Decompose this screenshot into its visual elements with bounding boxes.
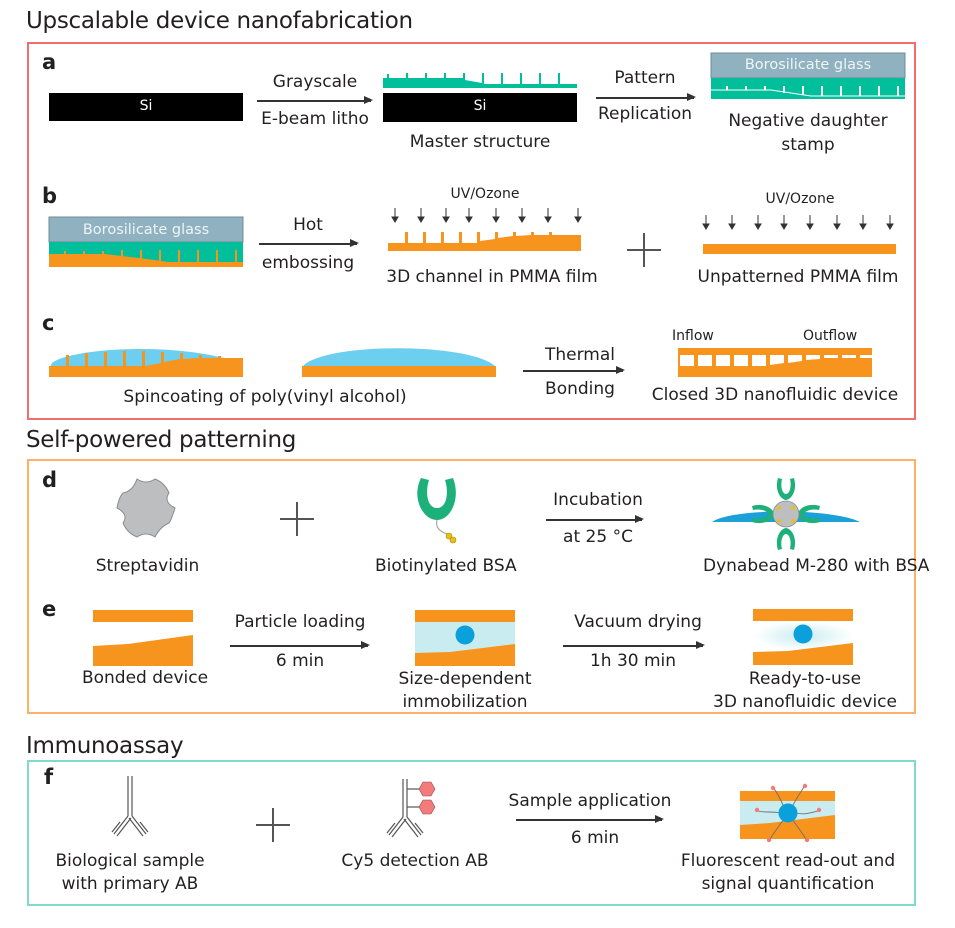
caption-streptavidin: Streptavidin	[95, 556, 200, 576]
step-label-grayscale: Grayscale	[272, 72, 358, 92]
step-label-incubation: Incubation	[553, 490, 643, 510]
glass-label-b: Borosilicate glass	[82, 222, 210, 238]
step-label-replication: Replication	[597, 104, 693, 124]
plus-icon	[627, 233, 661, 267]
plus-icon	[280, 502, 314, 536]
pva-coated-flat-graphic	[302, 348, 496, 377]
uv-ozone-label-1: UV/Ozone	[450, 186, 520, 202]
process-arrow	[259, 240, 359, 246]
dynabead-icon	[712, 478, 860, 550]
panel-label-e: e	[42, 597, 57, 621]
caption-cy5-detection: Cy5 detection AB	[341, 851, 489, 871]
process-arrow	[596, 94, 696, 100]
patterned-pmma-graphic	[388, 208, 582, 251]
step-label-6min: 6 min	[275, 651, 325, 671]
step-label-hot: Hot	[293, 215, 323, 235]
panel-patterning	[27, 459, 916, 714]
panel-label-b: b	[42, 184, 58, 208]
pva-coated-patterned-graphic	[49, 348, 243, 377]
daughter-stamp-graphic	[710, 52, 906, 99]
bonded-device-graphic	[93, 610, 193, 666]
caption-ready-1: Ready-to-use	[748, 669, 862, 689]
caption-bonded-device: Bonded device	[81, 668, 209, 688]
unpatterned-pmma-graphic	[702, 215, 896, 254]
caption-readout-1: Fluorescent read-out and	[680, 851, 896, 871]
section-title-patterning: Self-powered patterning	[26, 427, 297, 453]
panel-fabrication	[27, 42, 916, 420]
dried-device-graphic	[753, 609, 853, 665]
glass-label: Borosilicate glass	[744, 57, 872, 73]
bead	[455, 625, 475, 645]
caption-dynabead: Dynabead M-280 with BSA	[703, 556, 930, 576]
readout-device-graphic	[740, 783, 835, 843]
step-label-ebeam: E-beam litho	[261, 109, 369, 129]
uv-ozone-label-2: UV/Ozone	[765, 191, 835, 207]
section-title-fabrication: Upscalable device nanofabrication	[26, 8, 413, 34]
master-si-label: Si	[473, 98, 487, 114]
streptavidin-icon	[116, 478, 176, 538]
step-label-bonding: Bonding	[545, 379, 615, 399]
resist-layer	[383, 73, 577, 88]
plus-icon	[256, 808, 290, 842]
step-label-thermal: Thermal	[544, 345, 615, 365]
panel-label-a: a	[42, 50, 57, 74]
process-arrow	[230, 642, 370, 648]
master-structure-graphic	[383, 73, 577, 122]
panel-immunoassay	[27, 760, 916, 906]
step-label-sample-application: Sample application	[508, 791, 672, 811]
process-arrow	[257, 97, 373, 103]
caption-master-structure: Master structure	[409, 132, 551, 152]
cy5-dye	[418, 799, 436, 815]
stamp-teeth	[726, 86, 899, 96]
caption-size-dependent-2: immobilization	[402, 692, 528, 712]
step-label-vacuum-drying: Vacuum drying	[574, 612, 702, 632]
caption-readout-2: signal quantification	[701, 874, 875, 894]
step-label-particle-loading: Particle loading	[234, 612, 366, 632]
step-label-pattern: Pattern	[614, 68, 676, 88]
stamp-on-pmma-graphic	[48, 216, 244, 267]
outflow-label: Outflow	[803, 328, 858, 344]
device-with-bead-graphic	[415, 610, 515, 666]
caption-biological-sample-1: Biological sample	[55, 851, 205, 871]
caption-biological-sample-2: with primary AB	[61, 874, 199, 894]
primary-antibody-icon	[111, 776, 149, 837]
closed-device-graphic	[678, 348, 872, 377]
silicon-wafer: Si	[49, 93, 243, 121]
panel-label-d: d	[42, 468, 58, 492]
caption-daughter-stamp-2: stamp	[781, 135, 835, 155]
caption-closed-device: Closed 3D nanofluidic device	[651, 385, 899, 405]
silicon-substrate	[383, 93, 577, 122]
uv-arrows	[391, 208, 582, 223]
caption-size-dependent-1: Size-dependent	[398, 669, 532, 689]
caption-daughter-stamp-1: Negative daughter	[728, 111, 888, 131]
step-label-1h30: 1h 30 min	[589, 651, 677, 671]
step-label-6min-f: 6 min	[570, 828, 620, 848]
biotinylated-bsa-icon	[417, 478, 457, 544]
step-label-embossing: embossing	[261, 253, 355, 273]
panel-label-c: c	[42, 311, 55, 335]
caption-3d-channel: 3D channel in PMMA film	[386, 267, 598, 287]
process-arrow	[563, 642, 705, 648]
inflow-label: Inflow	[672, 328, 714, 344]
step-label-temperature: at 25 °C	[563, 527, 633, 547]
caption-unpatterned-pmma: Unpatterned PMMA film	[697, 267, 899, 287]
process-arrow	[523, 367, 625, 373]
detection-antibody-icon	[386, 779, 436, 838]
process-arrow	[516, 816, 664, 822]
section-title-immunoassay: Immunoassay	[26, 733, 184, 759]
panel-label-f: f	[44, 765, 54, 789]
caption-spincoating: Spincoating of poly(vinyl alcohol)	[123, 387, 407, 407]
silicon-label: Si	[139, 98, 153, 114]
caption-biotinylated-bsa: Biotinylated BSA	[375, 556, 517, 576]
caption-ready-2: 3D nanofluidic device	[713, 692, 897, 712]
process-arrow	[546, 516, 644, 522]
cy5-dye	[418, 781, 436, 797]
